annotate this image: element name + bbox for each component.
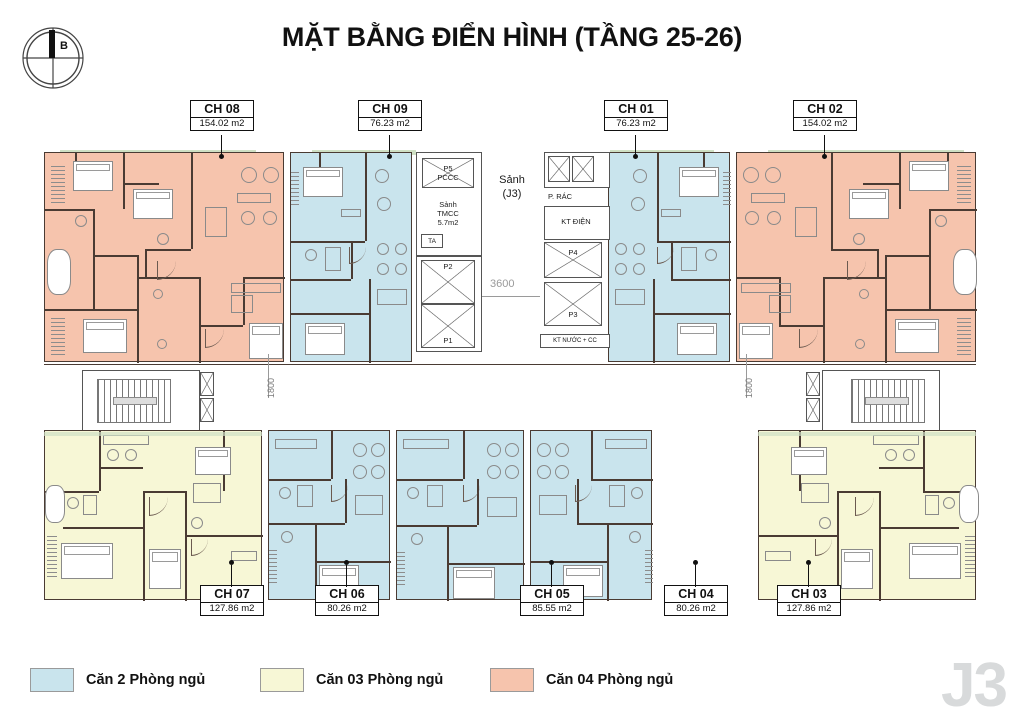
callout-ch04[interactable]: CH 04 80.26 m2: [664, 585, 728, 616]
floor-plan: P5 PCCC Sảnh TMCC 5.7m2 TA P2 P1 Sảnh (J…: [22, 142, 1002, 612]
dimension-left-1800: 1800: [266, 377, 276, 398]
callout-area: 85.55 m2: [520, 603, 584, 616]
shaft-left: [200, 372, 214, 396]
callout-area: 127.86 m2: [777, 603, 841, 616]
callout-area: 80.26 m2: [664, 603, 728, 616]
legend-swatch-2br: [30, 668, 74, 692]
core-room-p3-label: P3: [568, 310, 578, 319]
lift-p4: [544, 242, 602, 278]
balcony-strip: [758, 432, 976, 436]
callout-code: CH 08: [190, 100, 254, 118]
page-title: MẶT BẰNG ĐIỂN HÌNH (TẦNG 25-26): [281, 22, 743, 52]
stairwell-right: [822, 370, 940, 432]
callout-code: CH 07: [200, 585, 264, 603]
callout-code: CH 01: [604, 100, 668, 118]
legend-item-2br: Căn 2 Phòng ngủ: [30, 668, 205, 692]
legend: Căn 2 Phòng ngủ Căn 03 Phòng ngủ Căn 04 …: [30, 668, 730, 702]
core-room-tmcc-sub: TMCC: [437, 209, 459, 218]
callout-ch07[interactable]: CH 07 127.86 m2: [200, 585, 264, 616]
compass-north-icon: B: [16, 18, 90, 92]
lift-p3: [544, 282, 602, 326]
callout-area: 80.26 m2: [315, 603, 379, 616]
callout-ch03[interactable]: CH 03 127.86 m2: [777, 585, 841, 616]
corridor-dimension: 3600: [490, 278, 515, 290]
unit-ch06[interactable]: [268, 430, 391, 601]
core-room-tmcc-label: Sảnh: [439, 200, 457, 209]
callout-code: CH 03: [777, 585, 841, 603]
callout-code: CH 09: [358, 100, 422, 118]
unit-ch02[interactable]: [736, 152, 977, 363]
compass-north-label: B: [60, 40, 68, 52]
unit-ch08[interactable]: [44, 152, 285, 363]
lift-p2: [421, 260, 475, 304]
callout-area: 154.02 m2: [793, 118, 857, 131]
legend-item-4br: Căn 04 Phòng ngủ: [490, 668, 673, 692]
unit-ch05[interactable]: [396, 430, 525, 601]
legend-label-4br: Căn 04 Phòng ngủ: [546, 672, 674, 688]
callout-area: 76.23 m2: [604, 118, 668, 131]
core-room-p4-label: P4: [568, 248, 578, 257]
core-lobby-label: Sảnh: [499, 174, 525, 186]
lift-p1: [421, 304, 475, 348]
unit-ch01[interactable]: [608, 152, 731, 363]
unit-ch04[interactable]: [530, 430, 653, 601]
core-room-ta: TA: [421, 234, 443, 248]
callout-ch01[interactable]: CH 01 76.23 m2: [604, 100, 668, 131]
legend-swatch-4br: [490, 668, 534, 692]
building-core: P5 PCCC Sảnh TMCC 5.7m2 TA P2 P1 Sảnh (J…: [416, 150, 610, 362]
legend-label-2br: Căn 2 Phòng ngủ: [86, 672, 206, 688]
callout-area: 127.86 m2: [200, 603, 264, 616]
shaft-right-2: [806, 398, 820, 422]
callout-area: 154.02 m2: [190, 118, 254, 131]
callout-code: CH 04: [664, 585, 728, 603]
core-lobby-sub: (J3): [502, 188, 522, 200]
core-room-kt-nuoc-label: KT NƯỚC + CC: [540, 334, 610, 348]
stairwell-left: [82, 370, 200, 432]
legend-swatch-3br: [260, 668, 304, 692]
watermark: J3: [941, 651, 1008, 720]
shaft-left-2: [200, 398, 214, 422]
core-room-p5-label: P5: [443, 164, 453, 173]
core-room-p2-label: P2: [443, 262, 453, 271]
core-room-p5-sub: PCCC: [437, 173, 459, 182]
core-room-kt-dien-label: KT ĐIỆN: [561, 217, 591, 226]
legend-label-3br: Căn 03 Phòng ngủ: [316, 672, 444, 688]
callout-code: CH 06: [315, 585, 379, 603]
callout-ch02[interactable]: CH 02 154.02 m2: [793, 100, 857, 131]
legend-item-3br: Căn 03 Phòng ngủ: [260, 668, 443, 692]
callout-ch06[interactable]: CH 06 80.26 m2: [315, 585, 379, 616]
core-room-p1-label: P1: [443, 336, 453, 345]
callout-code: CH 02: [793, 100, 857, 118]
core-room-rac-label: P. RÁC: [548, 192, 573, 201]
shaft-p5: [422, 158, 474, 188]
unit-ch09[interactable]: [290, 152, 412, 363]
callout-code: CH 05: [520, 585, 584, 603]
unit-ch07[interactable]: [44, 430, 263, 601]
dimension-right-1800: 1800: [744, 377, 754, 398]
callout-ch09[interactable]: CH 09 76.23 m2: [358, 100, 422, 131]
lift-shaft-right-2: [572, 156, 594, 182]
callout-area: 76.23 m2: [358, 118, 422, 131]
callout-ch08[interactable]: CH 08 154.02 m2: [190, 100, 254, 131]
unit-ch03[interactable]: [758, 430, 979, 601]
balcony-strip: [44, 432, 262, 436]
shaft-right: [806, 372, 820, 396]
callout-ch05[interactable]: CH 05 85.55 m2: [520, 585, 584, 616]
core-room-tmcc-area: 5.7m2: [437, 218, 459, 227]
lift-shaft-right: [548, 156, 570, 182]
